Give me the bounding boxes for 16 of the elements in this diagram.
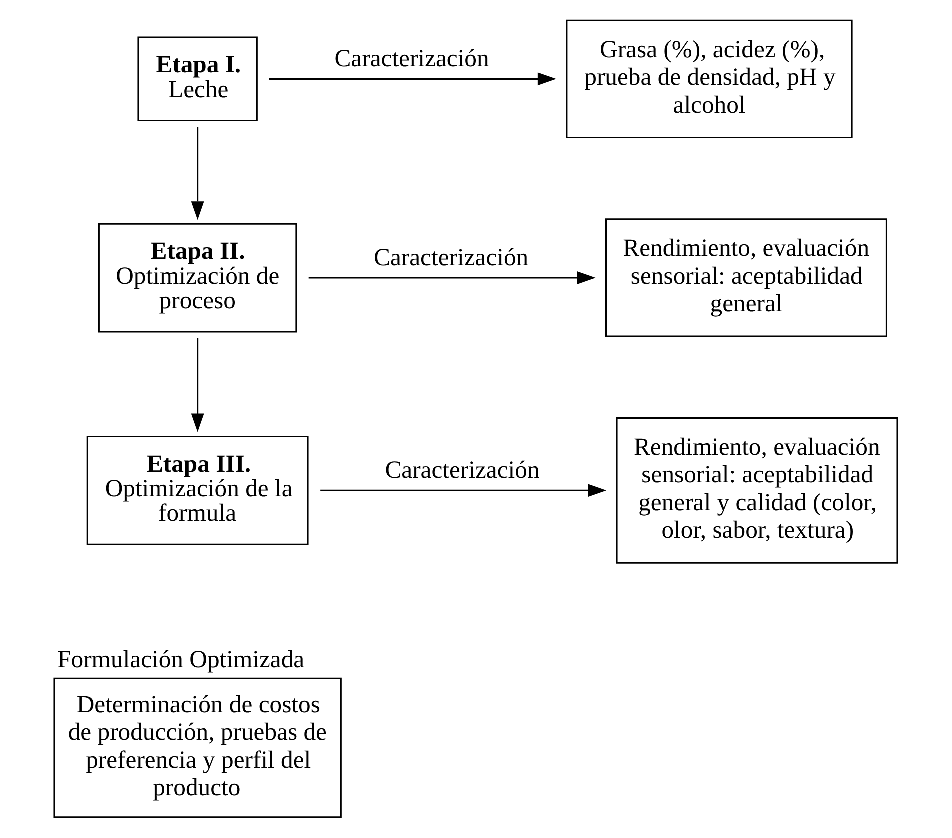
node-box: Grasa (%), acidez (%), prueba de densidad, pH y alcohol bbox=[566, 20, 853, 139]
edge-label: Caracterización bbox=[374, 244, 529, 272]
arrow bbox=[308, 272, 596, 284]
node-box: Determinación de costos de producción, pruebas de preferencia y perfil del producto bbox=[54, 678, 342, 818]
node-box: Etapa II. Optimización de proceso bbox=[98, 223, 298, 333]
arrow bbox=[270, 72, 556, 86]
node-box: Rendimiento, evaluación sensorial: aceptabilidad general y calidad (color, olor, sabor, textura) bbox=[616, 417, 898, 564]
node-box: Etapa III. Optimización de la formula bbox=[86, 436, 309, 546]
arrow bbox=[191, 338, 204, 432]
node-box: Rendimiento, evaluación sensorial: aceptabilidad general bbox=[605, 218, 888, 338]
edge-label: Caracterización bbox=[334, 46, 490, 73]
arrow bbox=[191, 127, 204, 220]
edge-label: Caracterización bbox=[385, 457, 540, 484]
node-box: Etapa I. Leche bbox=[138, 36, 258, 122]
node-label: Formulación Optimizada bbox=[58, 646, 305, 674]
arrow bbox=[320, 484, 607, 498]
